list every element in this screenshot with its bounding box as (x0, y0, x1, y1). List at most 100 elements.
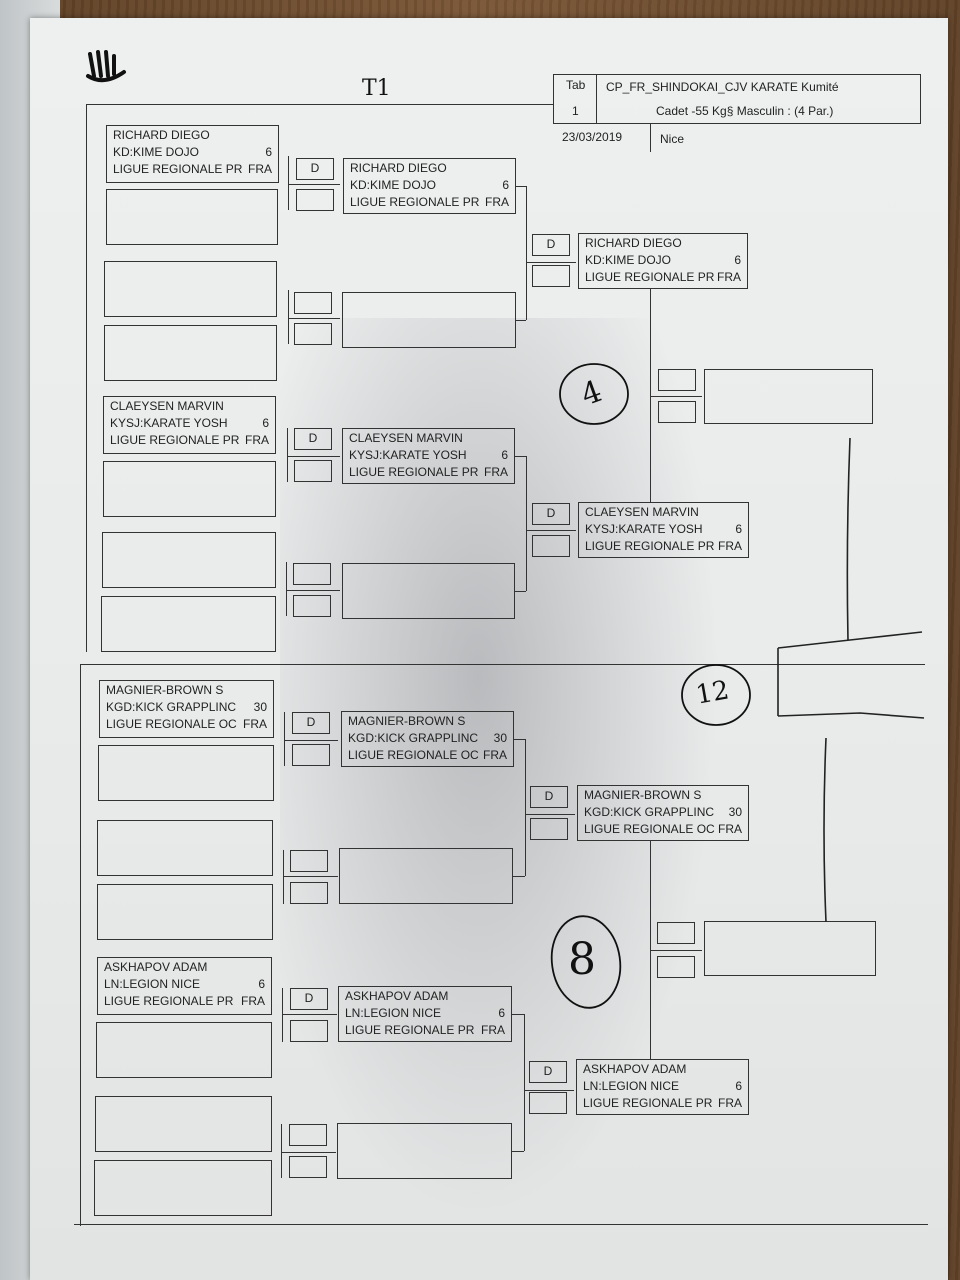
fighter-club: KD:KIME DOJO (350, 178, 437, 192)
decision-box-sf1-a (658, 369, 696, 391)
fighter-club: KYSJ:KARATE YOSH (585, 522, 703, 536)
fighter-seed: 6 (262, 416, 269, 430)
fighter-club: KGD:KICK GRAPPLINC (348, 731, 479, 745)
fighter-country: FRA (718, 1096, 742, 1110)
fighter-league: LIGUE REGIONALE PR (345, 1023, 475, 1037)
decision-box-m2-b (294, 323, 332, 345)
decision-box-sf2-b (657, 956, 695, 978)
competition-location: Nice (660, 132, 685, 146)
fighter-slot-r1-16 (94, 1160, 272, 1216)
fighter-slot-r1-2 (106, 189, 278, 245)
fighter-seed: 30 (728, 805, 742, 819)
fighter-country: FRA (718, 822, 742, 836)
decision-box-qf3-a: D (530, 786, 568, 808)
fighter-league: LIGUE REGIONALE PR (585, 539, 715, 553)
fighter-name: RICHARD DIEGO (113, 128, 210, 142)
fighter-league: LIGUE REGIONALE OC (348, 748, 479, 762)
fighter-league: LIGUE REGIONALE PR (583, 1096, 713, 1110)
fighter-seed: 6 (498, 1006, 505, 1020)
fighter-club: LN:LEGION NICE (104, 977, 201, 991)
fighter-seed: 6 (734, 253, 741, 267)
fighter-country: FRA (718, 539, 742, 553)
fighter-slot-r2-7: ASKHAPOV ADAM LN:LEGION NICE 6 LIGUE REGI… (338, 986, 512, 1042)
fighter-country: FRA (245, 433, 269, 447)
fighter-seed: 6 (502, 178, 509, 192)
fighter-slot-r3-4: ASKHAPOV ADAM LN:LEGION NICE 6 LIGUE REGI… (576, 1059, 749, 1115)
decision-box-m5-b (292, 744, 330, 766)
decision-box-qf2-a: D (532, 503, 570, 525)
decision-box-qf1-a: D (532, 234, 570, 256)
decision-box-m7-a: D (290, 988, 328, 1010)
decision-box-m8-b (289, 1156, 327, 1178)
fighter-slot-r1-6 (103, 461, 276, 517)
fighter-slot-r1-3 (104, 261, 277, 317)
tab-label: Tab (566, 78, 586, 92)
decision-box-m4-a (293, 563, 331, 585)
decision-box-m2-a (294, 292, 332, 314)
fighter-country: FRA (485, 195, 509, 209)
handwritten-circle-12: 12 (693, 675, 732, 711)
fighter-club: KD:KIME DOJO (113, 145, 200, 159)
fighter-slot-r1-14 (96, 1022, 272, 1078)
fighter-name: RICHARD DIEGO (585, 236, 682, 250)
fighter-club: LN:LEGION NICE (345, 1006, 442, 1020)
fighter-seed: 6 (258, 977, 265, 991)
fighter-slot-r1-12 (97, 884, 273, 940)
fighter-seed: 6 (735, 1079, 742, 1093)
fighter-slot-sf2 (704, 921, 876, 976)
fighter-name: ASKHAPOV ADAM (345, 989, 449, 1003)
fighter-club: KGD:KICK GRAPPLINC (584, 805, 715, 819)
fighter-slot-r1-11 (97, 820, 273, 876)
handwritten-circle-8: 8 (568, 934, 596, 985)
decision-box-qf3-b (530, 818, 568, 840)
fighter-league: LIGUE REGIONALE PR (350, 195, 480, 209)
fighter-club: KD:KIME DOJO (585, 253, 672, 267)
fighter-league: LIGUE REGIONALE PR (110, 433, 240, 447)
fighter-slot-sf1 (704, 369, 873, 424)
fighter-club: KGD:KICK GRAPPLINC (106, 700, 237, 714)
fighter-slot-r1-7 (102, 532, 276, 588)
fighter-slot-r2-6 (339, 848, 513, 904)
decision-box-sf1-b (658, 401, 696, 423)
fighter-country: FRA (483, 748, 507, 762)
fighter-slot-r1-8 (101, 596, 276, 652)
decision-box-m3-a: D (294, 428, 332, 450)
fighter-seed: 6 (735, 522, 742, 536)
tab-number: 1 (572, 104, 579, 118)
competition-name: CP_FR_SHINDOKAI_CJV KARATE Kumité (606, 80, 839, 94)
fighter-league: LIGUE REGIONALE OC (584, 822, 715, 836)
fighter-country: FRA (484, 465, 508, 479)
decision-box-m6-b (290, 882, 328, 904)
category-name: Cadet -55 Kg§ Masculin : (4 Par.) (656, 104, 834, 118)
fighter-league: LIGUE REGIONALE PR (349, 465, 479, 479)
decision-box-m6-a (290, 850, 328, 872)
decision-box-m7-b (290, 1020, 328, 1042)
fighter-seed: 6 (501, 448, 508, 462)
fighter-slot-r2-8 (337, 1123, 512, 1179)
fighter-league: LIGUE REGIONALE PR (113, 162, 243, 176)
fighter-country: FRA (248, 162, 272, 176)
decision-box-qf2-b (532, 535, 570, 557)
handwritten-table-mark: T1 (362, 76, 391, 101)
fighter-name: ASKHAPOV ADAM (583, 1062, 687, 1076)
decision-box-m4-b (293, 595, 331, 617)
fighter-club: LN:LEGION NICE (583, 1079, 680, 1093)
fighter-slot-r2-1: RICHARD DIEGO KD:KIME DOJO 6 LIGUE REGION… (343, 158, 516, 214)
fighter-slot-r2-4 (342, 563, 515, 619)
fighter-name: MAGNIER-BROWN S (106, 683, 224, 697)
decision-box-qf4-b (529, 1092, 567, 1114)
fighter-seed: 30 (253, 700, 267, 714)
fighter-seed: 6 (265, 145, 272, 159)
fighter-country: FRA (481, 1023, 505, 1037)
decision-box-m1-a: D (296, 158, 334, 180)
fighter-name: RICHARD DIEGO (350, 161, 447, 175)
decision-box-m1-b (296, 189, 334, 211)
fighter-slot-r2-2 (342, 292, 516, 348)
